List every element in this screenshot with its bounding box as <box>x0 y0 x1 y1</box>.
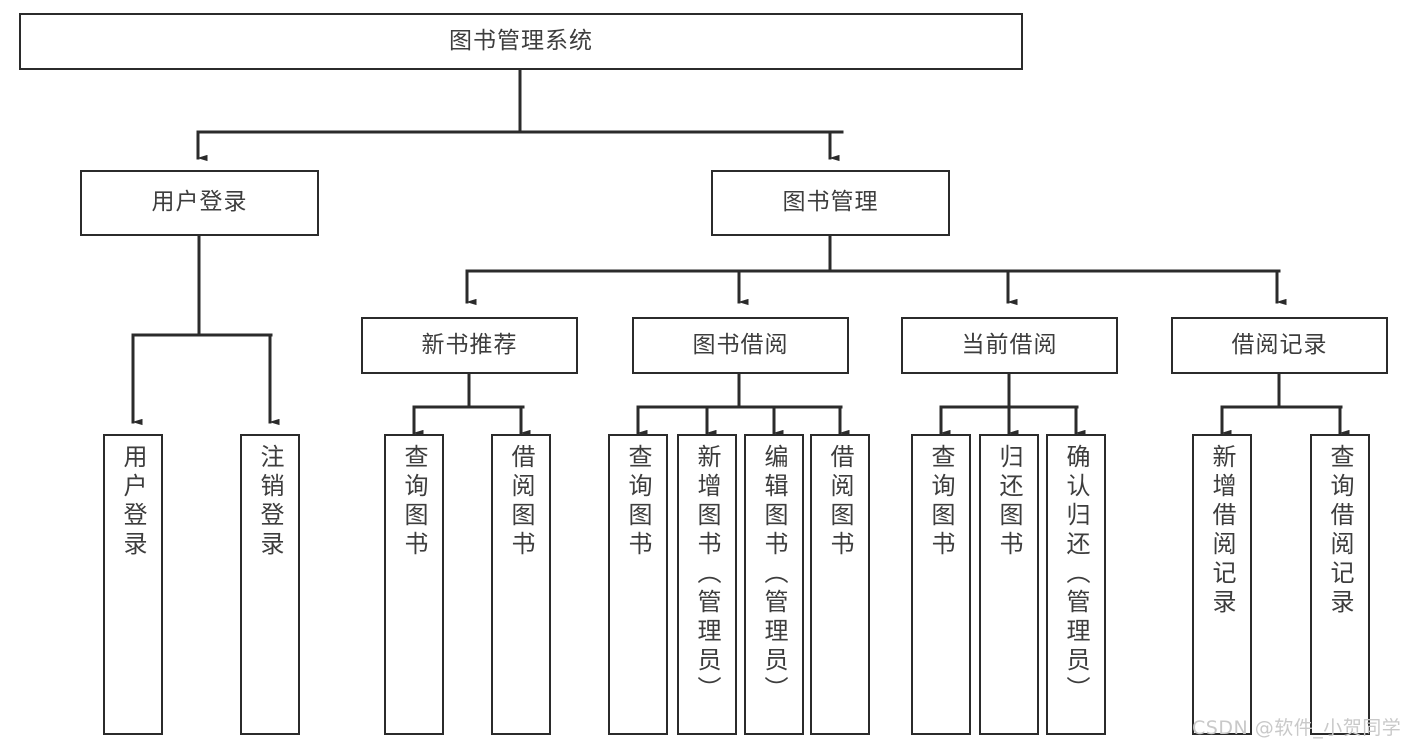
node-leaf-user-login[interactable]: 用户登录 <box>103 434 163 735</box>
node-leaf-return-book[interactable]: 归还图书 <box>979 434 1039 735</box>
node-leaf-borrow-book-1[interactable]: 借阅图书 <box>491 434 551 735</box>
node-new-book-recommend[interactable]: 新书推荐 <box>361 317 578 374</box>
node-label: 当前借阅 <box>961 331 1058 358</box>
node-leaf-query-book-2[interactable]: 查询图书 <box>608 434 668 735</box>
node-label: 查询图书 <box>400 444 428 560</box>
node-label: 图书借阅 <box>692 331 789 358</box>
node-label: 注销登录 <box>256 444 284 560</box>
node-leaf-query-book-3[interactable]: 查询图书 <box>911 434 971 735</box>
node-label: 图书管理 <box>782 189 879 216</box>
node-label: 归还图书 <box>995 444 1023 560</box>
node-leaf-borrow-book-2[interactable]: 借阅图书 <box>810 434 870 735</box>
node-leaf-query-record[interactable]: 查询借阅记录 <box>1310 434 1370 735</box>
node-book-borrow[interactable]: 图书借阅 <box>632 317 849 374</box>
node-label: 查询图书 <box>624 444 652 560</box>
node-label: 编辑图书（管理员） <box>760 444 788 705</box>
node-label: 用户登录 <box>119 444 147 560</box>
node-label: 查询借阅记录 <box>1326 444 1354 618</box>
node-label: 借阅记录 <box>1231 331 1328 358</box>
node-label: 确认归还（管理员） <box>1062 444 1090 705</box>
node-user-login[interactable]: 用户登录 <box>80 170 319 236</box>
node-label: 新增图书（管理员） <box>693 444 721 705</box>
csdn-watermark: CSDN @软件_小贺同学 <box>1192 717 1402 739</box>
node-leaf-add-book[interactable]: 新增图书（管理员） <box>677 434 737 735</box>
node-leaf-add-record[interactable]: 新增借阅记录 <box>1192 434 1252 735</box>
node-leaf-edit-book[interactable]: 编辑图书（管理员） <box>744 434 804 735</box>
node-book-manage[interactable]: 图书管理 <box>711 170 950 236</box>
node-label: 借阅图书 <box>507 444 535 560</box>
node-leaf-confirm-return[interactable]: 确认归还（管理员） <box>1046 434 1106 735</box>
node-root-system[interactable]: 图书管理系统 <box>19 13 1023 70</box>
node-label: 借阅图书 <box>826 444 854 560</box>
node-label: 查询图书 <box>927 444 955 560</box>
node-label: 新增借阅记录 <box>1208 444 1236 618</box>
node-label: 新书推荐 <box>421 331 518 358</box>
node-label: 图书管理系统 <box>449 27 593 54</box>
node-leaf-logout-login[interactable]: 注销登录 <box>240 434 300 735</box>
node-leaf-query-book-1[interactable]: 查询图书 <box>384 434 444 735</box>
node-label: 用户登录 <box>151 189 248 216</box>
node-borrow-record[interactable]: 借阅记录 <box>1171 317 1388 374</box>
node-current-borrow[interactable]: 当前借阅 <box>901 317 1118 374</box>
